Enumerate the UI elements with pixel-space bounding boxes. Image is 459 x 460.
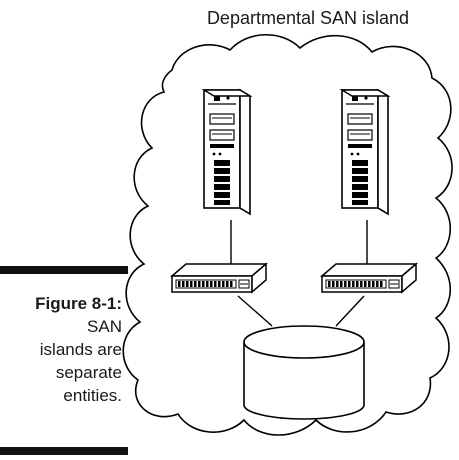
diagram-title: Departmental SAN island	[206, 8, 410, 28]
figure-caption: Figure 8-1: SAN islands are separate ent…	[0, 266, 128, 455]
caption-line-3: separate	[55, 363, 122, 382]
caption-line-2: islands are	[39, 340, 122, 359]
server-left-icon	[203, 89, 251, 215]
edge-switch-right-storage	[335, 295, 365, 327]
caption-line-1: SAN	[87, 317, 122, 336]
storage-cylinder-icon	[243, 325, 365, 420]
caption-text: Figure 8-1: SAN islands are separate ent…	[0, 292, 122, 407]
caption-top-rule	[0, 266, 128, 274]
server-right-icon	[341, 89, 389, 215]
switch-right-icon	[321, 263, 417, 293]
edge-switch-left-storage	[237, 295, 273, 327]
figure-label: Figure 8-1:	[35, 294, 122, 313]
caption-bottom-rule	[0, 447, 128, 455]
caption-line-4: entities.	[63, 386, 122, 405]
switch-left-icon	[171, 263, 267, 293]
